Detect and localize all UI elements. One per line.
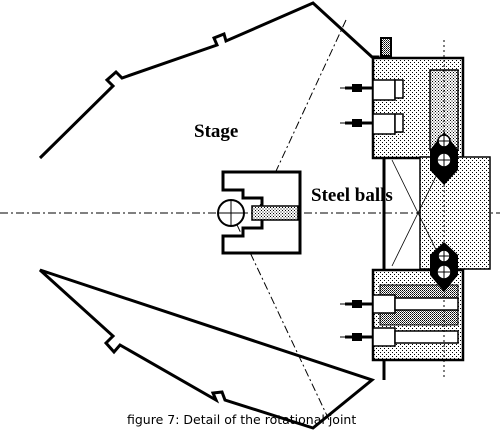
pivot-fork bbox=[221, 170, 302, 255]
stage-outline bbox=[38, 1, 380, 430]
lower-bolt-1 bbox=[340, 300, 373, 308]
lower-bolt-2 bbox=[340, 333, 373, 341]
stage-label: Stage bbox=[194, 121, 238, 142]
upper-bolt-2 bbox=[340, 119, 373, 127]
steel-ball-upper bbox=[430, 132, 458, 185]
steel-ball-lower bbox=[430, 242, 458, 292]
upper-bolt-1 bbox=[340, 84, 373, 92]
rotation-line-upper bbox=[257, 19, 347, 211]
steel-balls-label: Steel balls bbox=[311, 185, 393, 206]
top-cap bbox=[380, 37, 392, 57]
figure-caption: figure 7: Detail of the rotational joint bbox=[127, 412, 356, 427]
fork-slot bbox=[251, 205, 299, 221]
mounting-plate bbox=[419, 156, 491, 270]
